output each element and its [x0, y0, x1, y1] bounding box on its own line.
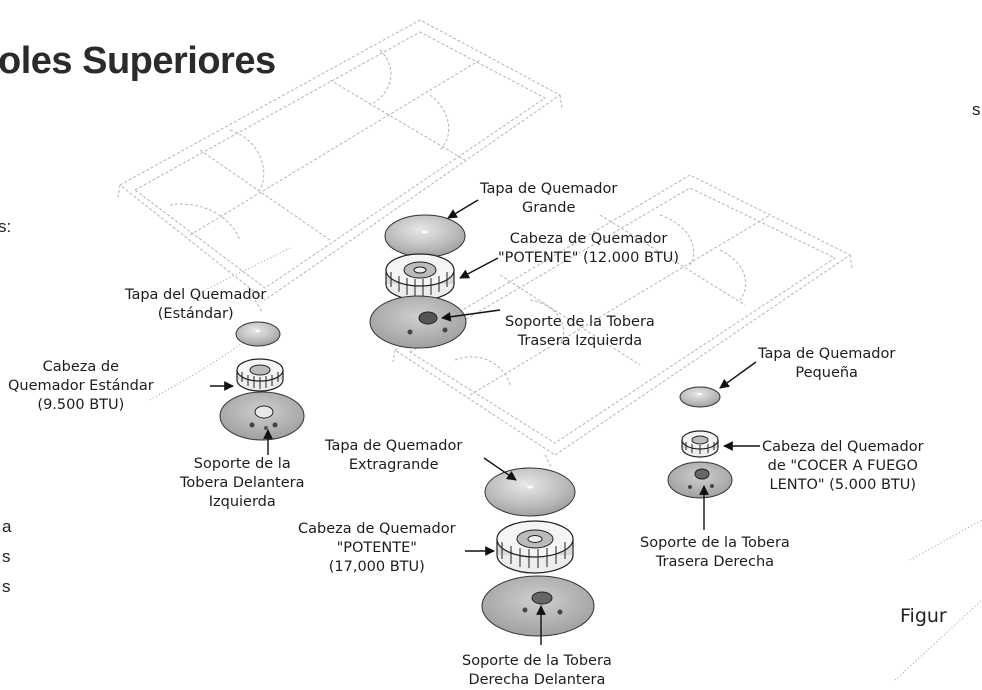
left-grate	[117, 19, 563, 313]
dotted-leaders	[149, 247, 982, 681]
cropped-text-fragment: a	[2, 517, 12, 536]
cropped-text-fragment: s	[972, 100, 981, 119]
small-base-shape	[667, 461, 733, 499]
cropped-text-fragment: s	[2, 547, 11, 566]
large-cap-shape	[384, 214, 466, 258]
xl-base-shape	[481, 575, 595, 637]
label-left-rear-support: Soporte de la Tobera Trasera Izquierda	[505, 314, 655, 349]
simmer-head-shape	[681, 430, 719, 458]
power-burner-12000-assembly	[369, 214, 467, 349]
xl-cap-shape	[484, 467, 576, 517]
arrow-lr-support	[441, 309, 501, 322]
standard-cap-shape	[235, 321, 281, 347]
page-title: oles Superiores	[0, 40, 276, 82]
figure-label: Figur	[900, 605, 947, 627]
arrow-large-cap	[447, 199, 479, 219]
cropped-text-fragment: s:	[0, 217, 12, 236]
label-simmer-head: Cabeza del Quemador de "COCER A FUEGO LE…	[762, 439, 924, 493]
arrow-small-cap	[719, 361, 757, 389]
right-grate	[392, 174, 853, 469]
label-xl-cap: Tapa de Quemador Extragrande	[325, 438, 463, 473]
label-large-cap: Tapa de Quemador Grande	[480, 181, 618, 216]
label-power-head-17000: Cabeza de Quemador "POTENTE" (17,000 BTU…	[298, 521, 456, 575]
power-head-12000-shape	[385, 253, 455, 301]
label-right-front-support: Soporte de la Tobera Derecha Delantera	[462, 653, 612, 688]
callout-arrows	[210, 199, 760, 645]
label-right-rear-support: Soporte de la Tobera Trasera Derecha	[640, 535, 790, 570]
power-burner-17000-assembly	[481, 467, 595, 637]
arrow-power-12	[459, 257, 499, 279]
label-standard-head: Cabeza de Quemador Estándar (9.500 BTU)	[8, 359, 154, 413]
small-cap-shape	[679, 386, 721, 408]
standard-head-shape	[236, 358, 284, 392]
standard-burner-assembly	[219, 321, 305, 441]
label-power-head-12000: Cabeza de Quemador "POTENTE" (12.000 BTU…	[498, 231, 680, 266]
power-head-17000-shape	[496, 520, 574, 574]
label-small-cap: Tapa de Quemador Pequeña	[758, 346, 896, 381]
label-left-front-support: Soporte de la Tobera Delantera Izquierda	[180, 456, 305, 510]
simmer-burner-assembly	[667, 386, 733, 499]
large-base-shape	[369, 295, 467, 349]
label-standard-cap: Tapa del Quemador (Estándar)	[125, 287, 267, 322]
cropped-text-fragment: s	[2, 577, 11, 596]
arrow-xl-cap	[483, 457, 517, 481]
